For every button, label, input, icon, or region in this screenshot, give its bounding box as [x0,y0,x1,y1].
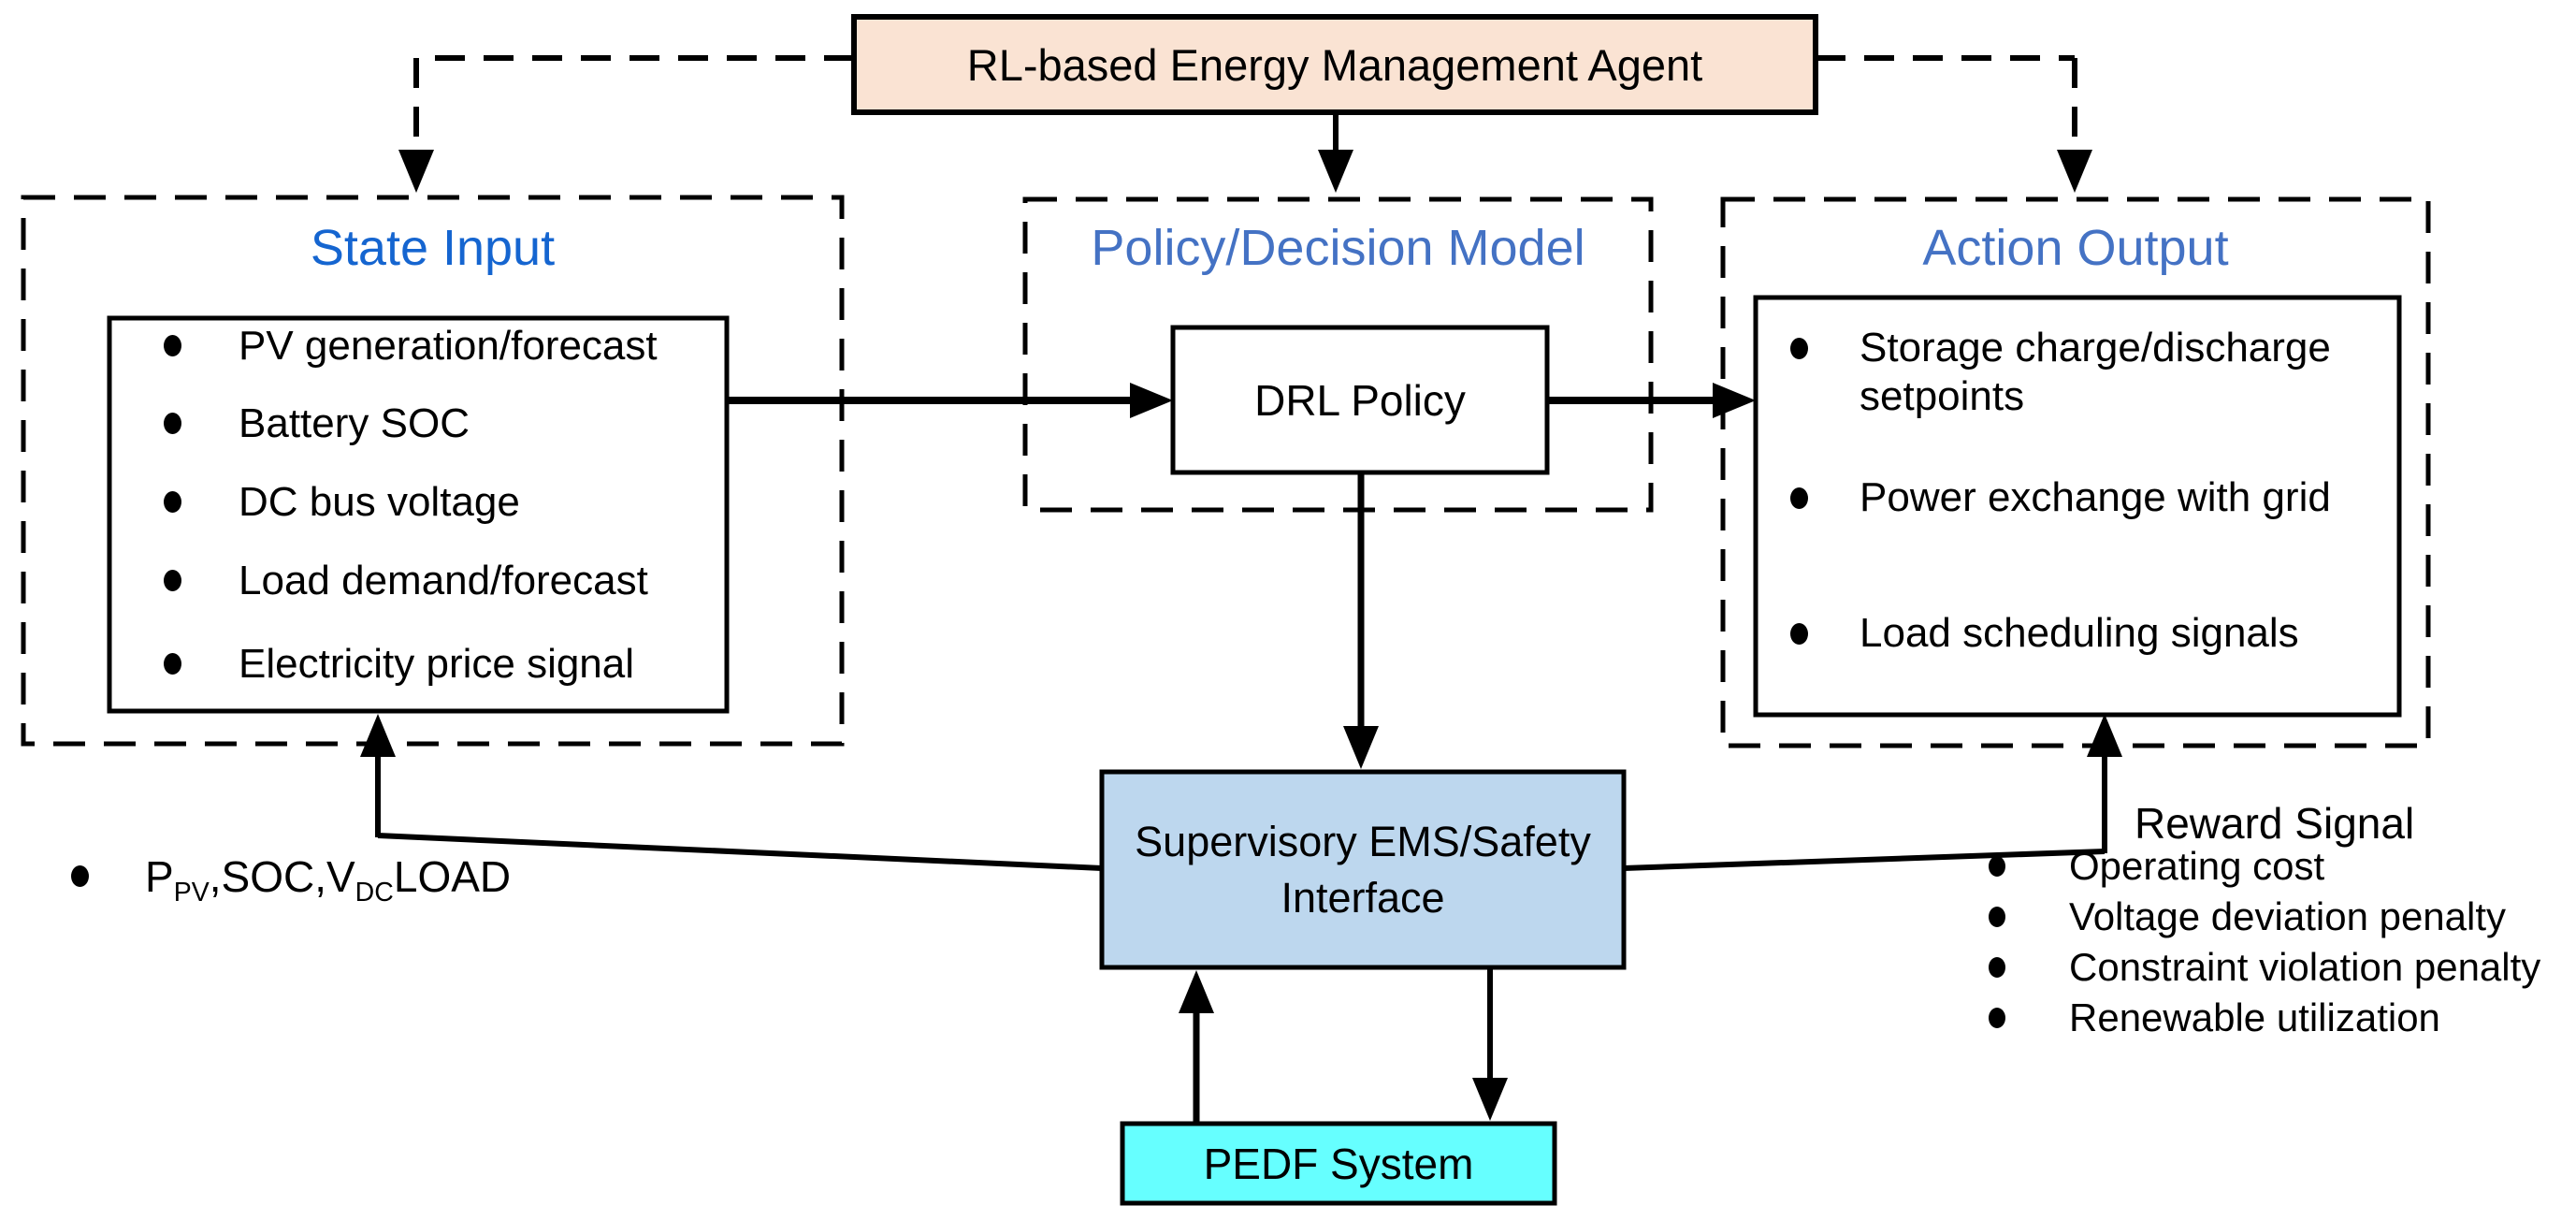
list-item: DC bus voltage [164,477,520,528]
bullet-icon [71,865,89,887]
list-item-label: Electricity price signal [239,641,635,687]
bullet-icon [1989,1008,2005,1028]
agent-box [851,14,1818,115]
list-item-label: Load scheduling signals [1860,610,2299,656]
list-item-label: DC bus voltage [239,479,520,525]
state-input-dashed-box [21,195,845,747]
list-item-label: Renewable utilization [2069,995,2440,1039]
arrowhead-into-supervisor-bottom [1179,970,1214,1013]
policy-dashed-box [1022,196,1654,513]
arrowhead-into-policy-dashed [1318,150,1353,193]
list-item-label: Constraint violation penalty [2069,945,2541,989]
bullet-icon [1989,957,2005,978]
action-list-box [1753,295,2402,718]
feedback-right-h [1623,849,2106,871]
bullet-icon [164,335,181,356]
list-item: Electricity price signal [164,639,635,690]
bullet-icon [1989,856,2005,877]
list-item-label: Battery SOC [239,400,470,446]
list-item: Operating cost [1989,841,2325,892]
bullet-icon [164,570,181,591]
list-item-label: Load demand/forecast [239,558,648,603]
list-item-label: PV generation/forecast [239,323,658,369]
bullet-icon [164,653,181,675]
list-item-label: Power exchange with grid [1860,474,2331,520]
state-input-title: State Input [310,220,556,276]
list-item-label: Operating cost [2069,844,2325,888]
bullet-icon [1790,338,1808,359]
list-item: Voltage deviation penalty [1989,892,2507,942]
bullet-icon [164,413,181,434]
pedf-box [1120,1121,1557,1206]
bullet-icon [1790,487,1808,509]
action-output-title: Action Output [1922,220,2229,276]
arrowhead-into-state-dashed [398,150,434,193]
bullet-icon [164,491,181,513]
action-output-dashed-box [1720,196,2431,748]
arrowhead-into-pedf-top [1472,1078,1508,1121]
list-item: Battery SOC [164,399,470,449]
bullet-icon [1989,907,2005,927]
list-item: Constraint violation penalty [1989,942,2541,993]
policy-title: Policy/Decision Model [1091,220,1585,276]
arrowhead-into-drl [1130,383,1173,418]
list-item-label: Storage charge/discharge setpoints [1860,325,2331,419]
agent-box-label: RL-based Energy Management Agent [966,39,1703,90]
pedf-box-label: PEDF System [1203,1139,1474,1188]
drl-policy-box [1170,325,1550,475]
list-item: Power exchange with grid [1790,473,2400,522]
arrowhead-into-state-box-bottom [360,714,396,757]
list-item: Load demand/forecast [164,556,648,606]
supervisor-box-label: Supervisory EMS/Safety Interface [1135,818,1591,922]
list-item-label: Voltage deviation penalty [2069,894,2507,938]
supervisor-box [1099,769,1627,970]
arrowhead-into-action-box [1713,383,1756,418]
bullet-icon [1790,623,1808,645]
drl-policy-label: DRL Policy [1254,375,1466,425]
state-variables-note: PPV,SOC,VDCLOAD [71,850,512,908]
list-item: PV generation/forecast [164,321,658,371]
arrowhead-into-action-dashed [2057,150,2092,193]
list-item: Load scheduling signals [1790,609,2400,658]
state-list-box [107,315,730,714]
reward-signal-title: Reward Signal [2135,799,2415,848]
arrowhead-into-supervisor-top [1343,726,1379,769]
state-variables-text: PPV,SOC,VDCLOAD [145,852,512,908]
arrowhead-into-action-box-bottom [2087,714,2122,757]
feedback-left-h [377,833,1103,871]
list-item: Renewable utilization [1989,993,2440,1043]
list-item: Storage charge/discharge setpoints [1790,324,2400,421]
